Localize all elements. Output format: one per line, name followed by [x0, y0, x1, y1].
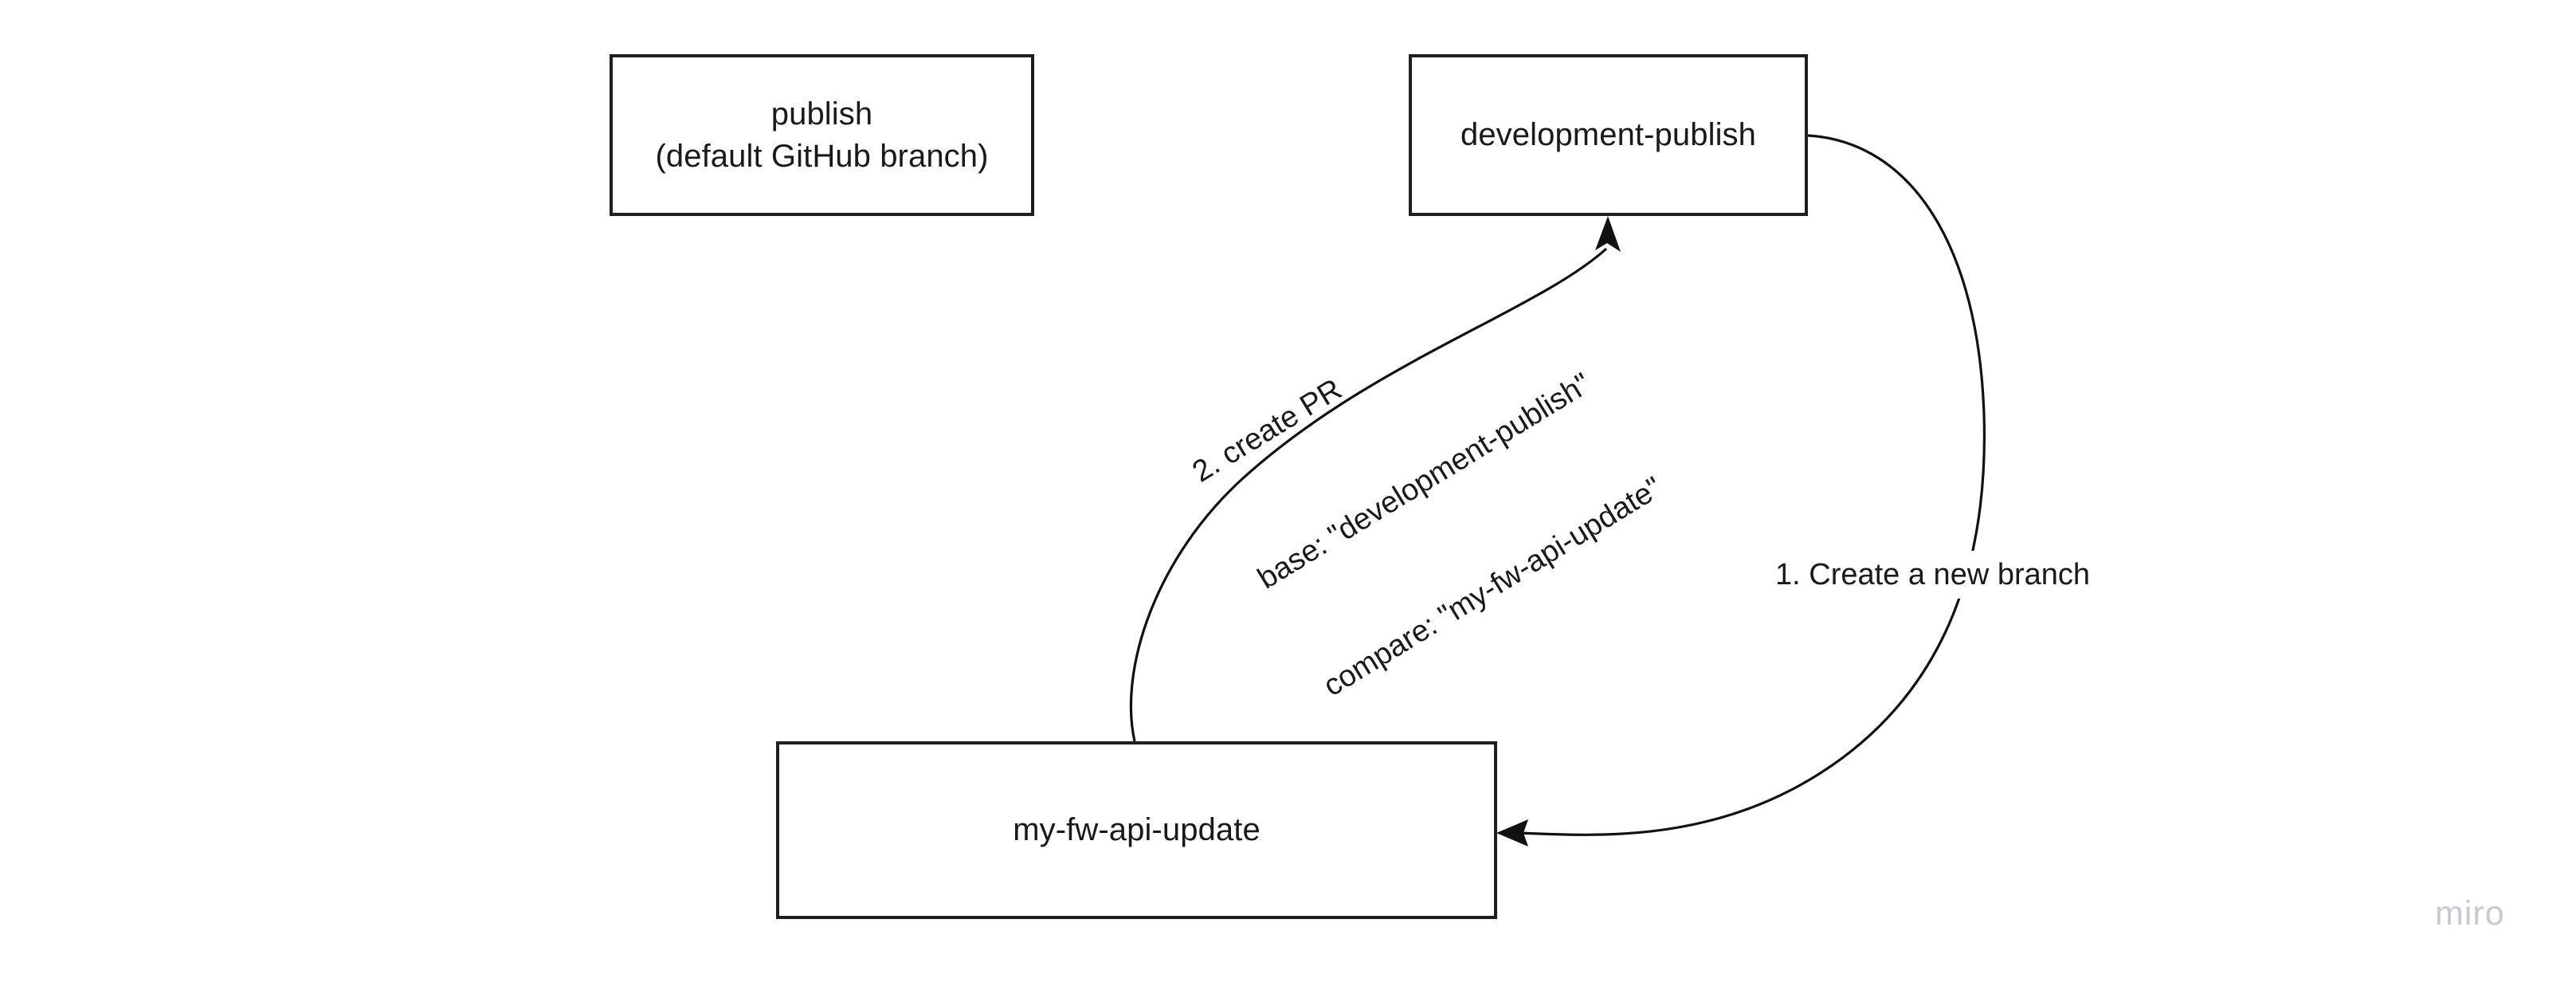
node-my-fw-api-update-label: my-fw-api-update — [1013, 812, 1261, 848]
edge-label-create-pr: 2. create PR base: "development-publish"… — [1141, 182, 1714, 778]
miro-watermark: miro — [2435, 894, 2505, 933]
node-publish[interactable]: publish (default GitHub branch) — [610, 54, 1034, 216]
node-publish-label: publish (default GitHub branch) — [655, 96, 989, 174]
node-development-publish-label: development-publish — [1460, 117, 1757, 153]
edge-create-pr-arrowhead — [1595, 216, 1621, 252]
edge-label-create-branch: 1. Create a new branch — [1767, 551, 2099, 599]
node-my-fw-api-update[interactable]: my-fw-api-update — [776, 741, 1497, 919]
edge-create-branch-arrowhead — [1496, 819, 1528, 847]
